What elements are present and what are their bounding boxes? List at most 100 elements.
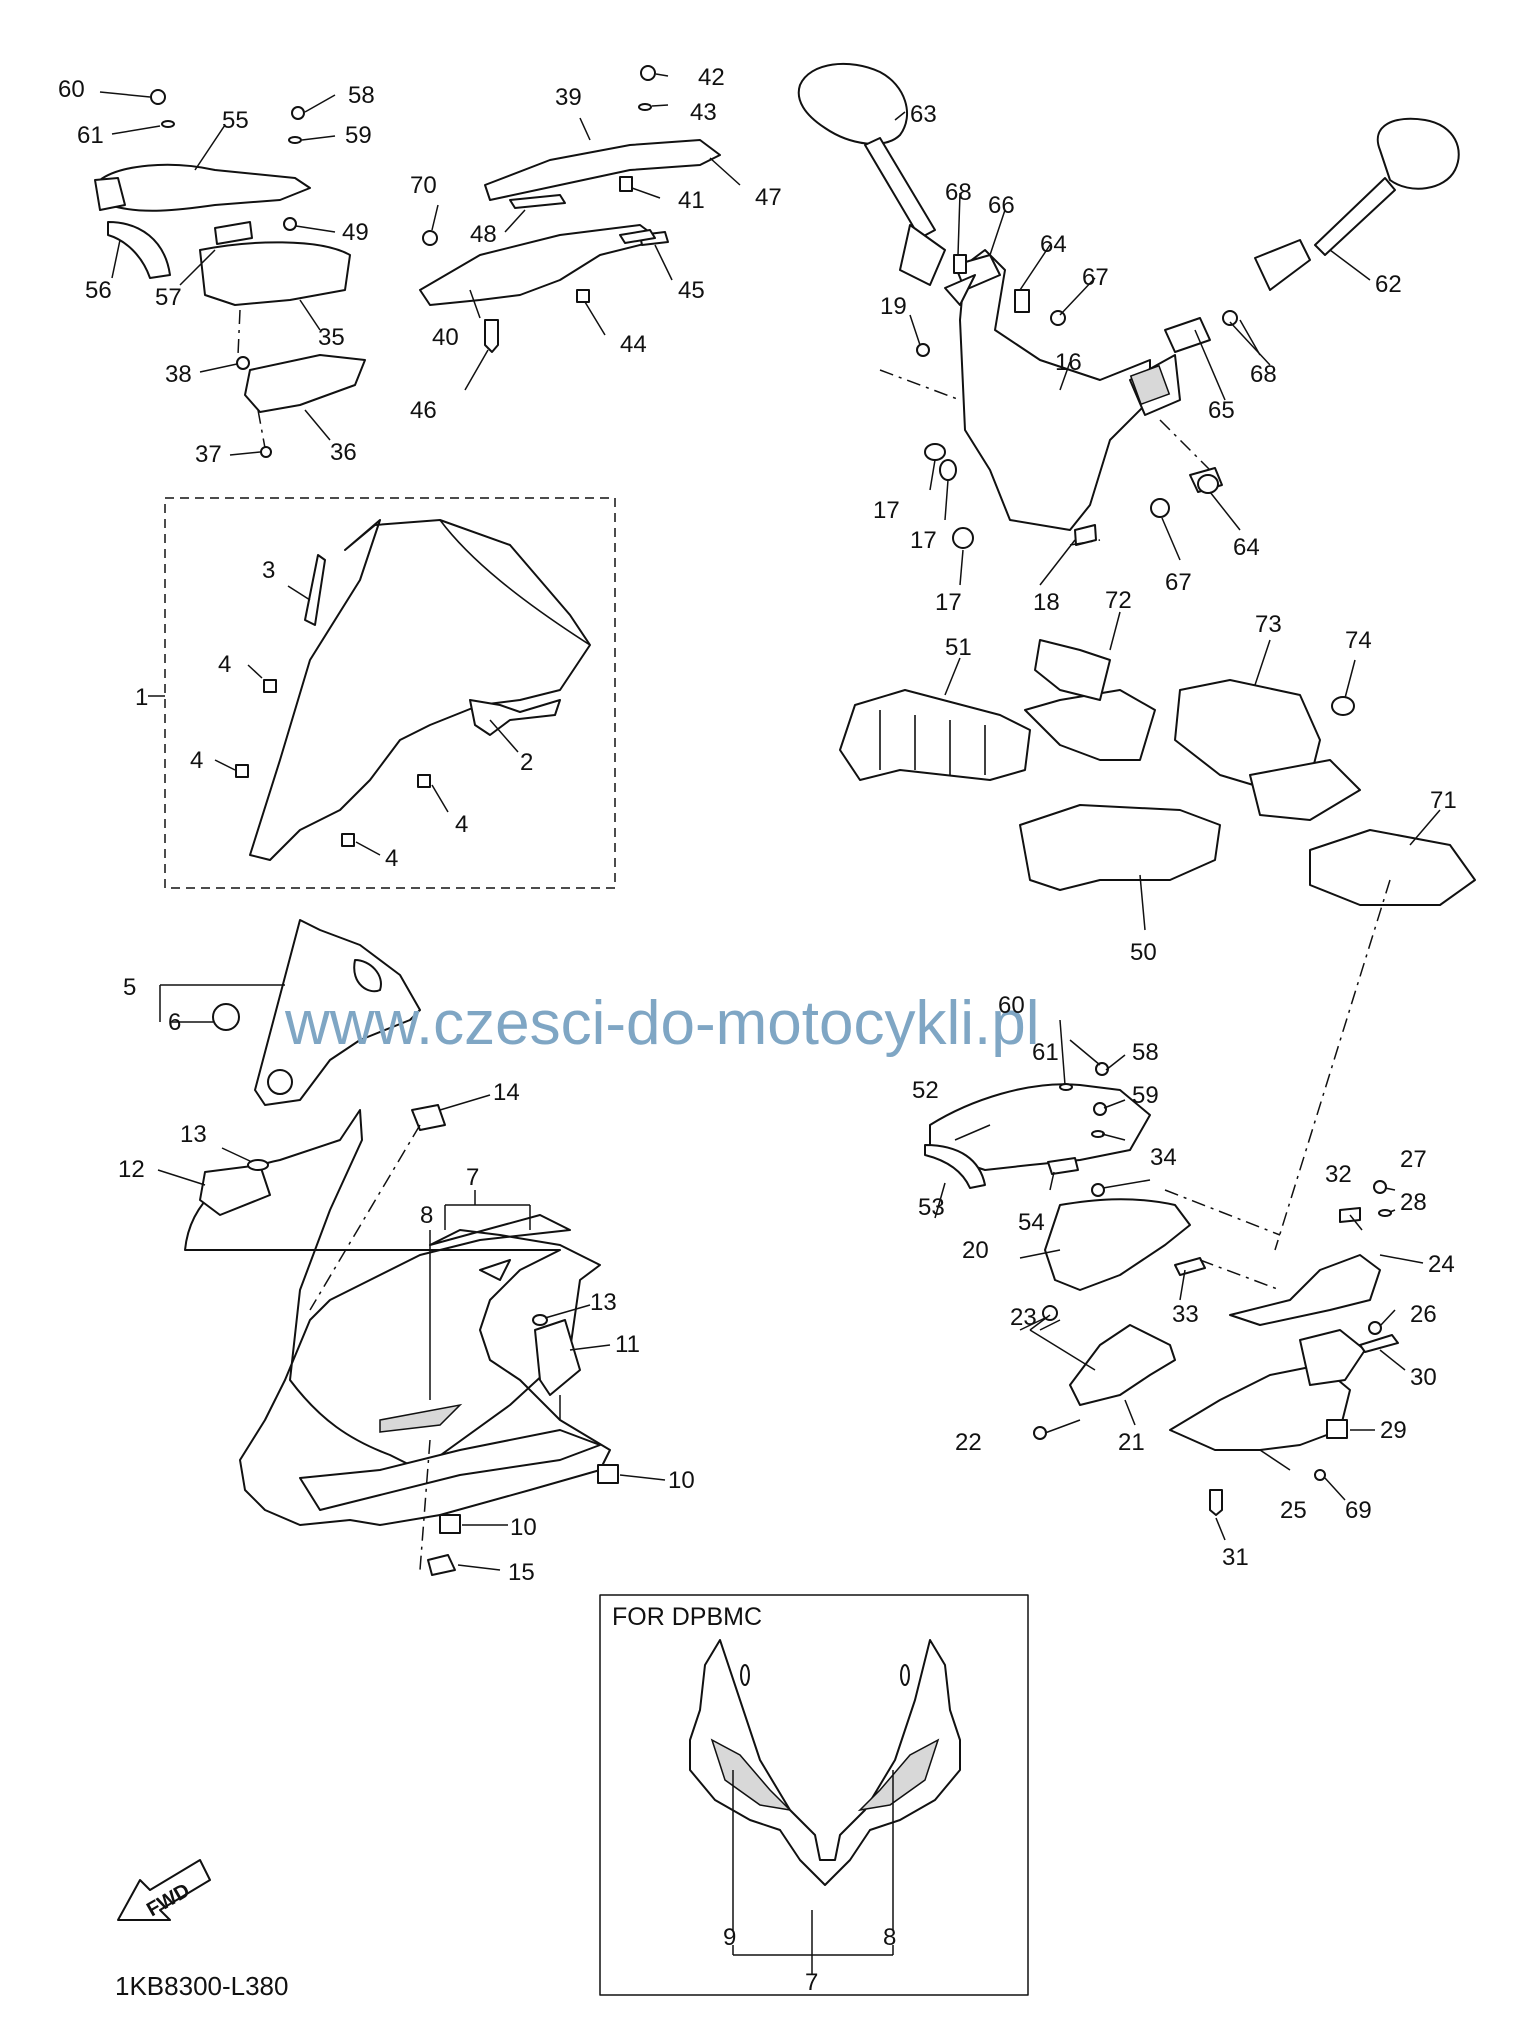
callout-23: 23 <box>1010 1304 1037 1331</box>
callout-3: 3 <box>262 557 275 584</box>
callout-10b: 10 <box>510 1514 537 1541</box>
air-duct-group <box>839 611 1476 1251</box>
callout-41: 41 <box>678 187 705 214</box>
callout-8: 8 <box>420 1202 433 1229</box>
callout-32: 32 <box>1325 1161 1352 1188</box>
callout-37: 37 <box>195 441 222 468</box>
callout-58b: 58 <box>1132 1039 1159 1066</box>
callout-39: 39 <box>555 84 582 111</box>
callout-50: 50 <box>1130 939 1157 966</box>
dpbmc-variant-box <box>599 1594 1029 1996</box>
callout-63: 63 <box>910 101 937 128</box>
callout-18: 18 <box>1033 589 1060 616</box>
callout-69: 69 <box>1345 1497 1372 1524</box>
callout-68a: 68 <box>945 179 972 206</box>
callout-35: 35 <box>318 324 345 351</box>
callout-68b: 68 <box>1250 361 1277 388</box>
callout-36: 36 <box>330 439 357 466</box>
callout-72: 72 <box>1105 587 1132 614</box>
callout-67b: 67 <box>1165 569 1192 596</box>
callout-14: 14 <box>493 1079 520 1106</box>
callout-56: 56 <box>85 277 112 304</box>
callout-38: 38 <box>165 361 192 388</box>
callout-16: 16 <box>1055 349 1082 376</box>
callout-70: 70 <box>410 172 437 199</box>
callout-52: 52 <box>912 1077 939 1104</box>
callout-27: 27 <box>1400 1146 1427 1173</box>
callout-9-dpbmc: 9 <box>723 1924 736 1951</box>
callout-7: 7 <box>466 1164 479 1191</box>
callout-62: 62 <box>1375 271 1402 298</box>
callout-21: 21 <box>1118 1429 1145 1456</box>
callout-64a: 64 <box>1040 231 1067 258</box>
callout-4a: 4 <box>218 651 231 678</box>
callout-64b: 64 <box>1233 534 1260 561</box>
callout-26: 26 <box>1410 1301 1437 1328</box>
callout-65: 65 <box>1208 397 1235 424</box>
callout-59a: 59 <box>345 122 372 149</box>
forward-arrow-icon <box>117 1859 211 1921</box>
stay-group <box>419 65 741 391</box>
callout-17a: 17 <box>873 497 900 524</box>
callout-60b: 60 <box>998 992 1025 1019</box>
callout-58a: 58 <box>348 82 375 109</box>
windshield-box <box>148 497 616 889</box>
callout-labels: 1 2 3 4 4 4 4 5 6 7 7 8 8 9 10 10 11 12 … <box>58 64 1457 1996</box>
callout-57: 57 <box>155 284 182 311</box>
callout-47: 47 <box>755 184 782 211</box>
callout-61b: 61 <box>1032 1039 1059 1066</box>
callout-20: 20 <box>962 1237 989 1264</box>
callout-13a: 13 <box>180 1121 207 1148</box>
callout-31: 31 <box>1222 1544 1249 1571</box>
right-panel-group <box>924 1019 1424 1541</box>
callout-25: 25 <box>1280 1497 1307 1524</box>
callout-5: 5 <box>123 974 136 1001</box>
callout-2: 2 <box>520 749 533 776</box>
callout-1: 1 <box>135 684 148 711</box>
callout-13b: 13 <box>590 1289 617 1316</box>
callout-22: 22 <box>955 1429 982 1456</box>
callout-74: 74 <box>1345 627 1372 654</box>
watermark: www.czesci-do-motocykli.pl <box>284 989 1040 1058</box>
callout-6: 6 <box>168 1009 181 1036</box>
callout-46: 46 <box>410 397 437 424</box>
callout-30: 30 <box>1410 1364 1437 1391</box>
callout-48: 48 <box>470 221 497 248</box>
callout-19: 19 <box>880 293 907 320</box>
callout-53: 53 <box>918 1194 945 1221</box>
mirror-stay-group <box>797 62 1460 586</box>
callout-29: 29 <box>1380 1417 1407 1444</box>
callout-10a: 10 <box>668 1467 695 1494</box>
callout-34: 34 <box>1150 1144 1177 1171</box>
callout-71: 71 <box>1430 787 1457 814</box>
callout-12: 12 <box>118 1156 145 1183</box>
callout-66: 66 <box>988 192 1015 219</box>
callout-17c: 17 <box>935 589 962 616</box>
callout-55: 55 <box>222 107 249 134</box>
callout-4b: 4 <box>190 747 203 774</box>
callout-28: 28 <box>1400 1189 1427 1216</box>
callout-11: 11 <box>615 1331 640 1358</box>
inner-panel-group <box>94 89 366 458</box>
callout-67a: 67 <box>1082 264 1109 291</box>
callout-59b: 59 <box>1132 1082 1159 1109</box>
callout-15: 15 <box>508 1559 535 1586</box>
callout-43: 43 <box>690 99 717 126</box>
callout-24: 24 <box>1428 1251 1455 1278</box>
callout-17b: 17 <box>910 527 937 554</box>
inner-cowl <box>159 919 421 1106</box>
variant-box-label: FOR DPBMC <box>612 1603 762 1631</box>
callout-54: 54 <box>1018 1209 1045 1236</box>
callout-44: 44 <box>620 331 647 358</box>
callout-40: 40 <box>432 324 459 351</box>
callout-4d: 4 <box>385 845 398 872</box>
callout-60a: 60 <box>58 76 85 103</box>
callout-73: 73 <box>1255 611 1282 638</box>
upper-cowling <box>157 1094 666 1576</box>
callout-42: 42 <box>698 64 725 91</box>
callout-51: 51 <box>945 634 972 661</box>
callout-4c: 4 <box>455 811 468 838</box>
callout-7-dpbmc: 7 <box>805 1969 818 1996</box>
drawing-code: 1KB8300-L380 <box>115 1971 288 2001</box>
